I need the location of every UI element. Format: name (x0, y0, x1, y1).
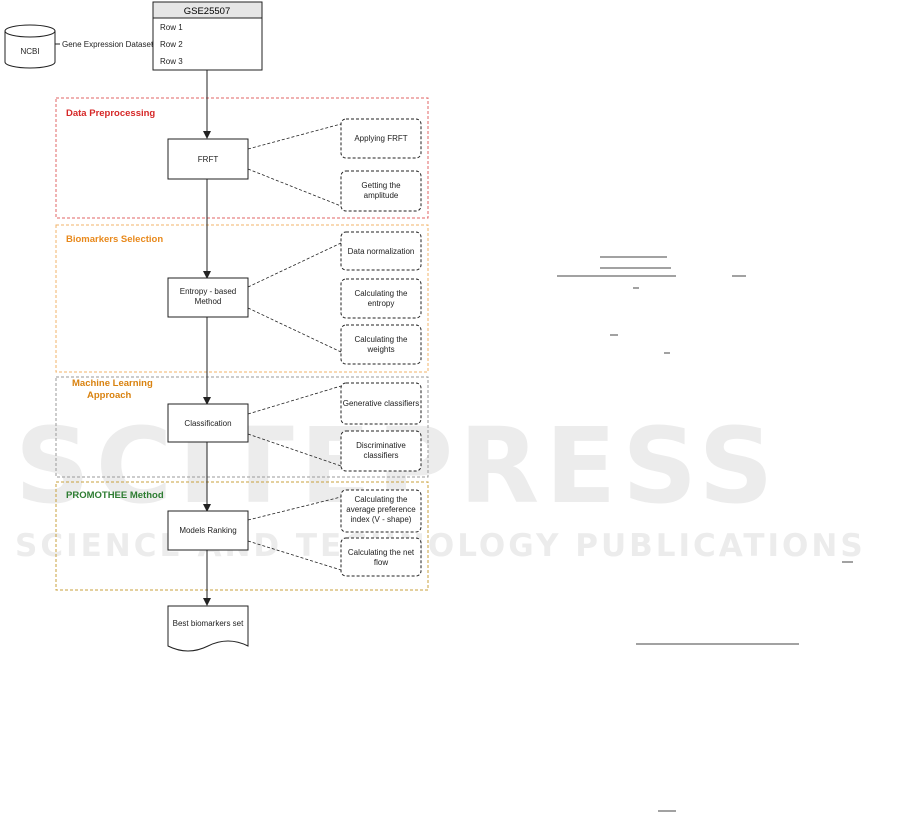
edge-label: Gene Expression Dataset (62, 40, 154, 49)
ncbi-label: NCBI (20, 47, 39, 56)
output-document[interactable]: Best biomarkers set (167, 605, 249, 652)
ncbi-database[interactable]: NCBI (4, 24, 56, 69)
dataset-row: Row 1 (160, 23, 183, 32)
process-frft[interactable]: FRFT (167, 138, 249, 180)
stage-container-ml (55, 376, 429, 478)
dataset-row: Row 2 (160, 40, 183, 49)
dataset-title: GSE25507 (184, 6, 230, 17)
step-applying-frft[interactable]: Applying FRFT (340, 118, 422, 159)
stage-title-promethee: PROMOTHEE Method (66, 490, 164, 501)
step-generative-classifiers[interactable]: Generative classifiers (340, 382, 422, 425)
page-residue-lines (557, 256, 853, 812)
step-connectors (247, 123, 342, 571)
process-label: FRFT (198, 155, 219, 164)
stage-container-preprocessing (55, 97, 429, 219)
process-classification[interactable]: Classification (167, 403, 249, 443)
step-data-normalization[interactable]: Data normalization (340, 231, 422, 271)
stage-container-promethee (55, 481, 429, 591)
step-label: Data normalization (348, 247, 415, 256)
edge-label-bg (60, 38, 152, 50)
process-label: Models Ranking (179, 526, 236, 535)
output-label: Best biomarkers set (173, 619, 244, 628)
dataset-table[interactable]: GSE25507 Row 1 Row 2 Row 3 (152, 1, 263, 71)
watermark-sub: SCIENCE AND TECHNOLOGY PUBLICATIONS (15, 528, 866, 564)
stage-container-selection (55, 224, 429, 373)
stage-title-preprocessing: Data Preprocessing (66, 108, 155, 119)
dataset-row: Row 3 (160, 57, 183, 66)
step-label: Applying FRFT (354, 134, 407, 143)
step-label: Generative classifiers (343, 399, 419, 408)
process-ranking[interactable]: Models Ranking (167, 510, 249, 551)
process-label: Classification (184, 419, 231, 428)
stage-title-selection: Biomarkers Selection (66, 234, 163, 245)
